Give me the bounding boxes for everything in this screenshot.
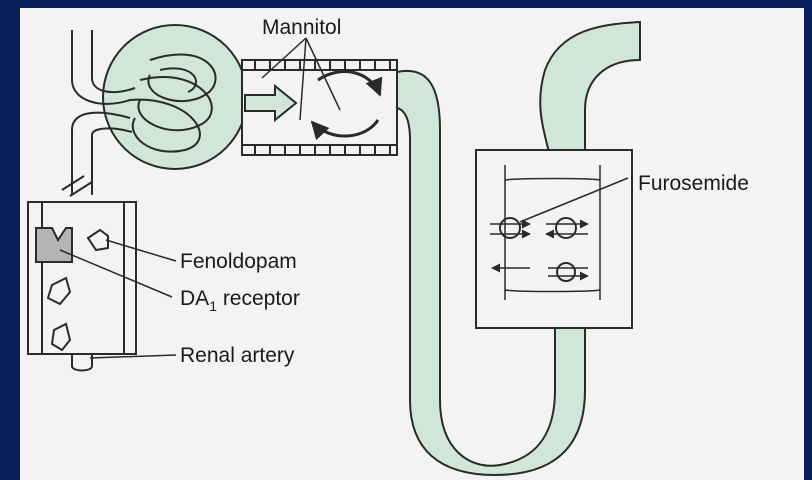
mannitol-label: Mannitol [262,16,341,39]
renal-artery-vessel [28,202,136,371]
glomerulus [103,25,247,169]
furosemide-label: Furosemide [638,172,749,195]
transporter-inset [476,150,632,328]
da1-receptor-shape [36,228,72,262]
fenoldopam-label: Fenoldopam [180,250,297,273]
renal-artery-label: Renal artery [180,344,295,367]
da1-receptor-label: DA1 receptor [180,287,300,314]
